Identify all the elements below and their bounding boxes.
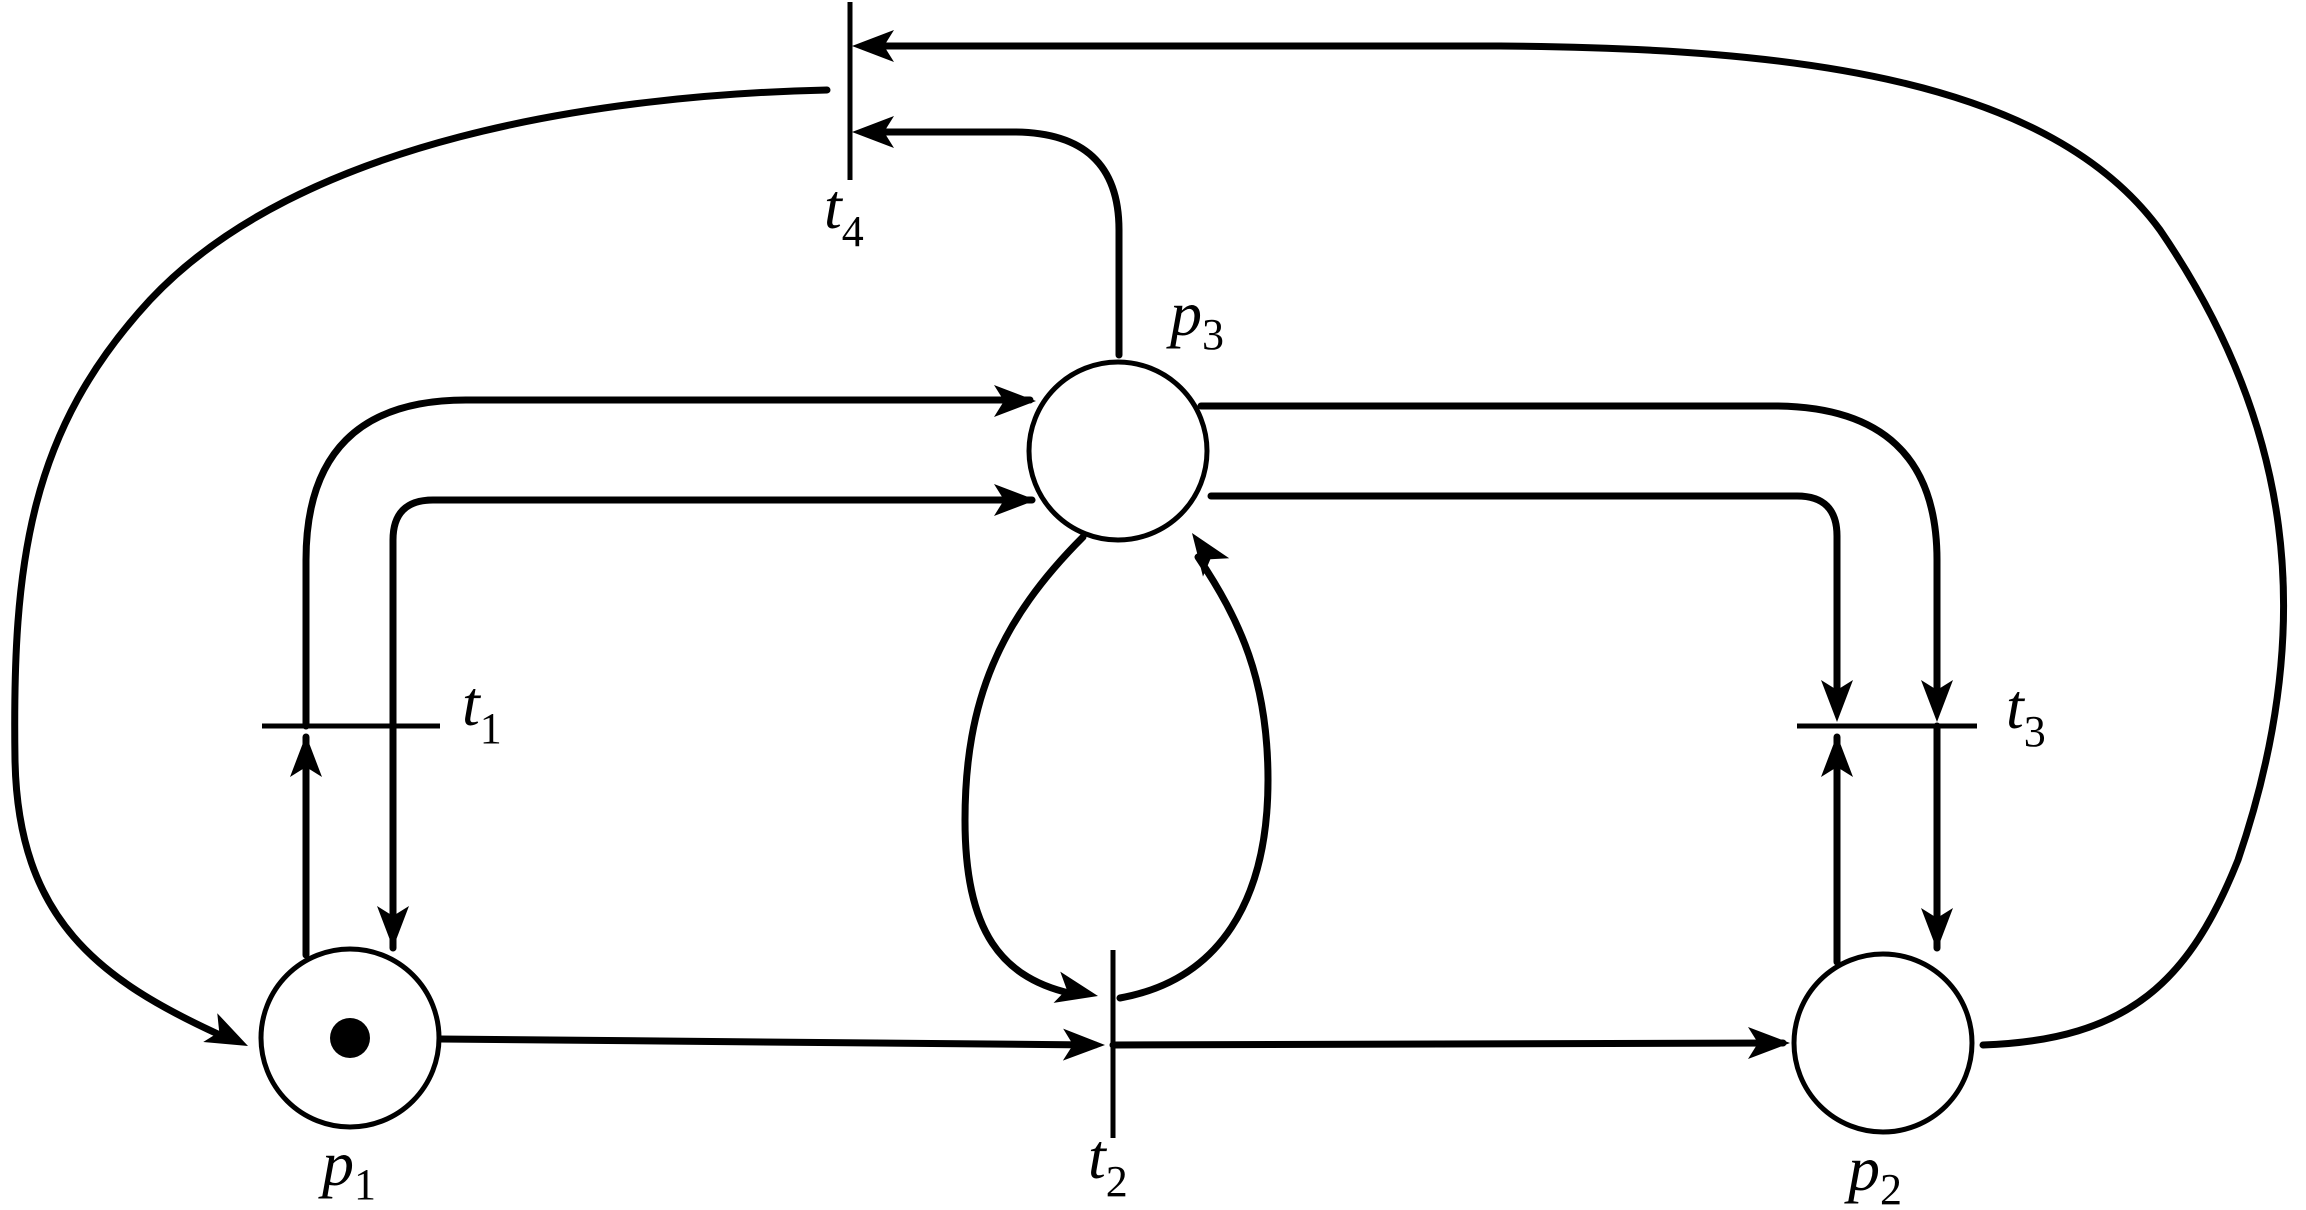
label-t2: t2 bbox=[1088, 1121, 1128, 1206]
arrowhead-p3-t3-inner bbox=[1821, 680, 1853, 722]
arrowhead-t2-p3 bbox=[1192, 533, 1230, 577]
arrowhead-t4-p1 bbox=[203, 1013, 248, 1046]
arrowhead-p3-t2 bbox=[1053, 971, 1098, 1003]
label-t1: t1 bbox=[462, 668, 502, 753]
arrowhead-p3-t3-outer bbox=[1921, 680, 1953, 722]
label-p3: p3 bbox=[1166, 278, 1224, 359]
arrowhead-t3-p2 bbox=[1921, 908, 1953, 950]
arrowheads bbox=[203, 30, 1953, 1061]
arc-t1-p3-inner bbox=[389, 496, 1036, 730]
arc-t1-p3-outer bbox=[302, 396, 1034, 730]
place-p2 bbox=[1791, 951, 1975, 1135]
arrowhead-p1-t2 bbox=[1062, 1028, 1105, 1061]
arrowhead-p2-t4 bbox=[852, 30, 894, 62]
arrowhead-t1-p3-outer bbox=[994, 385, 1036, 417]
arrowhead-t1-p3-inner bbox=[994, 484, 1036, 516]
arrowhead-t2-p2 bbox=[1748, 1027, 1790, 1059]
arrowhead-p1-t1 bbox=[290, 735, 322, 777]
arc-p3-t2 bbox=[961, 533, 1087, 999]
arcs bbox=[11, 42, 2288, 1049]
arrowhead-t1-p1 bbox=[377, 906, 409, 948]
label-p2: p2 bbox=[1844, 1133, 1902, 1210]
arc-t4-p1 bbox=[11, 86, 831, 1039]
labels: p1 p2 p3 t1 t2 t3 t4 bbox=[318, 171, 2046, 1210]
arc-p2-t4 bbox=[871, 42, 2288, 1049]
arc-p3-t3-outer bbox=[1197, 402, 1941, 708]
token-p1 bbox=[330, 1018, 370, 1058]
place-p3 bbox=[1026, 359, 1210, 543]
arc-t2-p2 bbox=[1109, 1039, 1787, 1049]
label-t4: t4 bbox=[824, 171, 864, 256]
arc-t2-p3 bbox=[1116, 553, 1272, 1002]
transitions bbox=[262, 2, 1977, 1138]
places bbox=[258, 359, 1975, 1135]
arrowhead-p2-t3 bbox=[1821, 735, 1853, 777]
label-t3: t3 bbox=[2006, 671, 2046, 756]
label-p1: p1 bbox=[318, 1128, 376, 1209]
arc-p1-t2 bbox=[436, 1035, 1099, 1049]
arc-p3-t3-inner bbox=[1207, 492, 1841, 708]
arc-p3-t4 bbox=[871, 128, 1123, 359]
arrowhead-p3-t4 bbox=[852, 116, 894, 148]
